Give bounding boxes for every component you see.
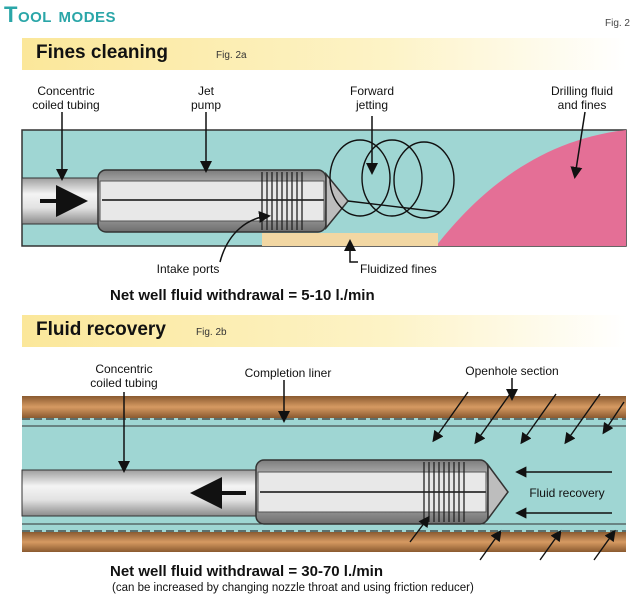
label-openhole-section: Openhole section <box>465 364 559 378</box>
figure-number: Fig. 2 <box>604 18 630 29</box>
fines-leader <box>344 239 358 263</box>
fluid-recovery-title: Fluid recovery <box>36 319 166 340</box>
drilling-fluid-region <box>436 130 626 246</box>
page-title: Tool modes <box>4 2 117 27</box>
intake-leader <box>219 210 271 263</box>
fines-cleaning-fig: Fig. 2a <box>216 50 247 61</box>
recovery-withdrawal-text: Net well fluid withdrawal = 30-70 l./min <box>110 563 383 580</box>
fluid-recovery-arrows <box>515 466 612 519</box>
label-concentric-tubing: Concentric coiled tubing <box>32 84 100 112</box>
fluid-recovery-fig: Fig. 2b <box>196 327 227 338</box>
label-completion-liner: Completion liner <box>244 366 332 380</box>
fines-withdrawal-text: Net well fluid withdrawal = 5-10 l./min <box>110 287 375 304</box>
fines-cleaning-title: Fines cleaning <box>36 42 168 63</box>
label-recovery-tubing: Concentric coiled tubing <box>90 362 158 390</box>
fluid-recovery-band: Fluid recovery Fig. 2b <box>22 315 626 347</box>
inflow-arrows <box>409 391 625 561</box>
drilling-leader <box>570 111 586 179</box>
label-jet-pump: Jet pump <box>190 84 222 112</box>
jet-pump <box>97 169 349 233</box>
label-forward-jetting: Forward jetting <box>349 84 394 112</box>
label-fluidized-fines: Fluidized fines <box>360 262 437 276</box>
label-drilling-fluid: Drilling fluid and fines <box>550 84 614 112</box>
label-intake-ports: Intake ports <box>156 262 220 276</box>
recovery-note: (can be increased by changing nozzle thr… <box>112 582 474 594</box>
fines-cleaning-band: Fines cleaning Fig. 2a <box>22 38 626 70</box>
label-fluid-recovery: Fluid recovery <box>520 486 614 500</box>
recovery-jet-pump <box>255 459 509 525</box>
forward-jetting-loops <box>329 139 455 219</box>
